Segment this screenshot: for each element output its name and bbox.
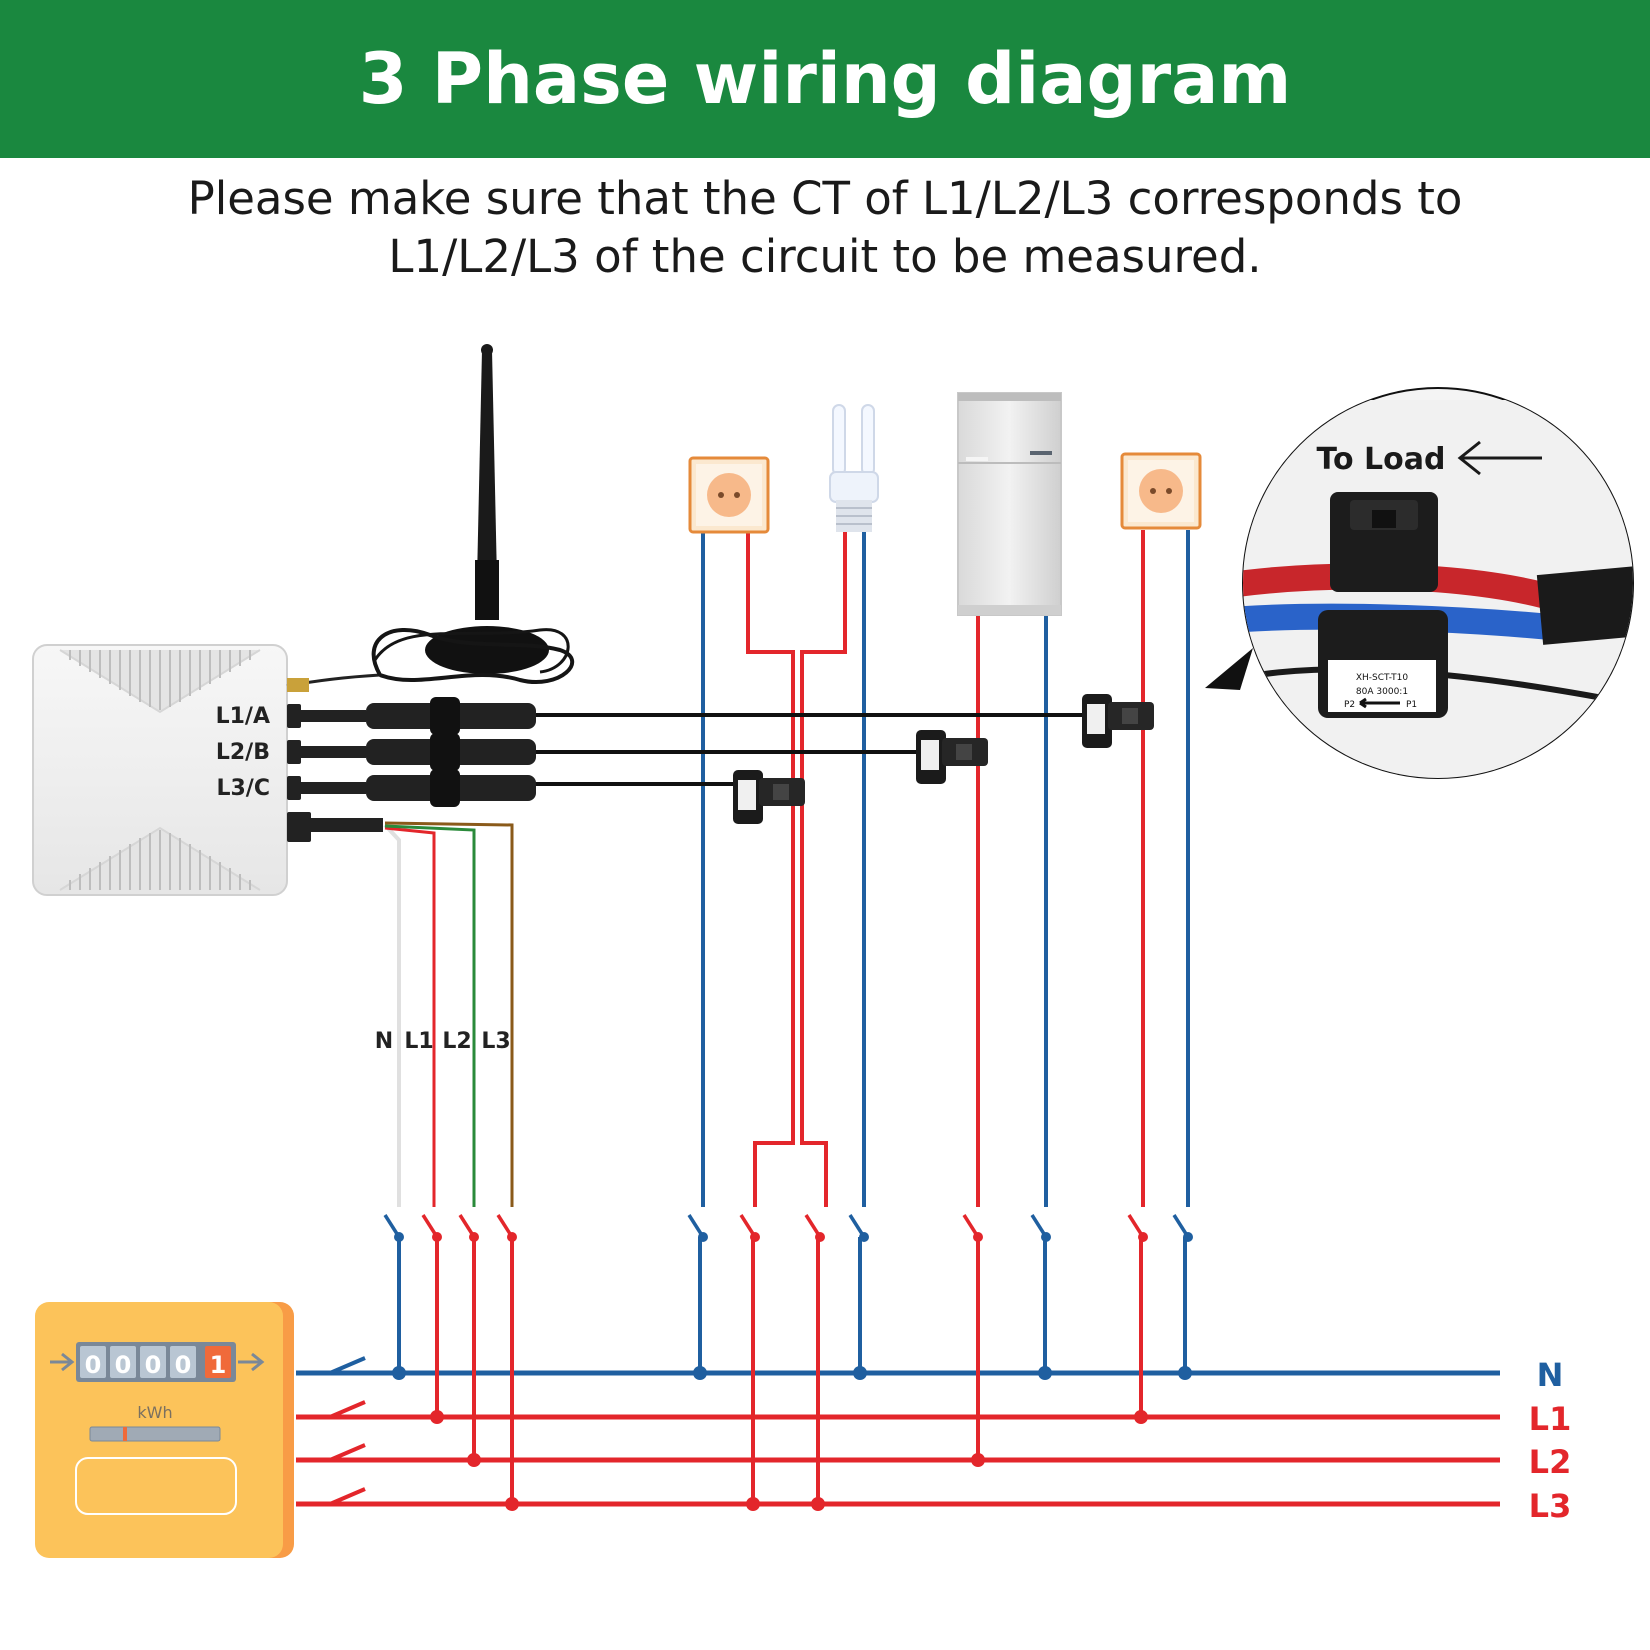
ct-clamp-icon	[733, 694, 1154, 824]
meter-digit-2: 0	[115, 1351, 132, 1379]
instruction-line-1: Please make sure that the CT of L1/L2/L3…	[187, 172, 1463, 225]
ct-cables	[530, 713, 1085, 786]
meter-digit-5: 1	[210, 1351, 227, 1379]
ct-model: XH-SCT-T10	[1356, 673, 1408, 683]
feed-label-n: N	[375, 1029, 393, 1054]
bus-label-l1: L1	[1529, 1400, 1572, 1438]
meter-digit-1: 0	[85, 1351, 102, 1379]
port-label-l2: L2/B	[216, 740, 270, 765]
refrigerator-icon	[957, 392, 1062, 616]
to-load-caption: To Load	[1317, 442, 1446, 477]
antenna-icon	[371, 344, 575, 684]
socket-icon	[1120, 452, 1202, 530]
bus-label-n: N	[1537, 1356, 1564, 1394]
port-label-l3: L3/C	[216, 776, 270, 801]
feed-label-l1: L1	[404, 1029, 433, 1054]
feed-labels: N L1 L2 L3	[375, 1029, 511, 1054]
bus-bars: N L1 L2 L3	[296, 1356, 1571, 1525]
meter-unit: kWh	[137, 1403, 172, 1422]
socket-icon	[688, 456, 770, 534]
ct-rating: 80A 3000:1	[1356, 687, 1408, 697]
cfl-bulb-icon	[829, 404, 879, 532]
page-title: 3 Phase wiring diagram	[358, 38, 1292, 120]
bus-label-l3: L3	[1529, 1487, 1572, 1525]
header-banner: 3 Phase wiring diagram	[0, 0, 1650, 158]
feed-label-l3: L3	[481, 1029, 510, 1054]
port-label-l1: L1/A	[216, 704, 270, 729]
load-wires	[698, 530, 1190, 1504]
junction-dots	[392, 1366, 1192, 1511]
instruction-line-2: L1/L2/L3 of the circuit to be measured.	[388, 230, 1262, 283]
bus-label-l2: L2	[1529, 1443, 1572, 1481]
energy-monitor-device: L1/A L2/B L3/C	[32, 644, 536, 896]
feed-label-l2: L2	[442, 1029, 471, 1054]
ct-p1: P1	[1406, 700, 1417, 710]
ct-detail-inset: XH-SCT-T10 80A 3000:1 P2 P1 To Load	[1205, 387, 1634, 779]
arrow-left-icon	[1457, 440, 1542, 476]
meter-digit-4: 0	[175, 1351, 192, 1379]
instruction-text: Please make sure that the CT of L1/L2/L3…	[100, 170, 1550, 286]
monitor-feed-wires	[383, 821, 514, 1504]
ct-p2: P2	[1344, 700, 1355, 710]
energy-meter-icon: 0 0 0 0 1 kWh	[35, 1302, 294, 1558]
branch-breakers	[383, 1214, 1193, 1242]
meter-digit-3: 0	[145, 1351, 162, 1379]
